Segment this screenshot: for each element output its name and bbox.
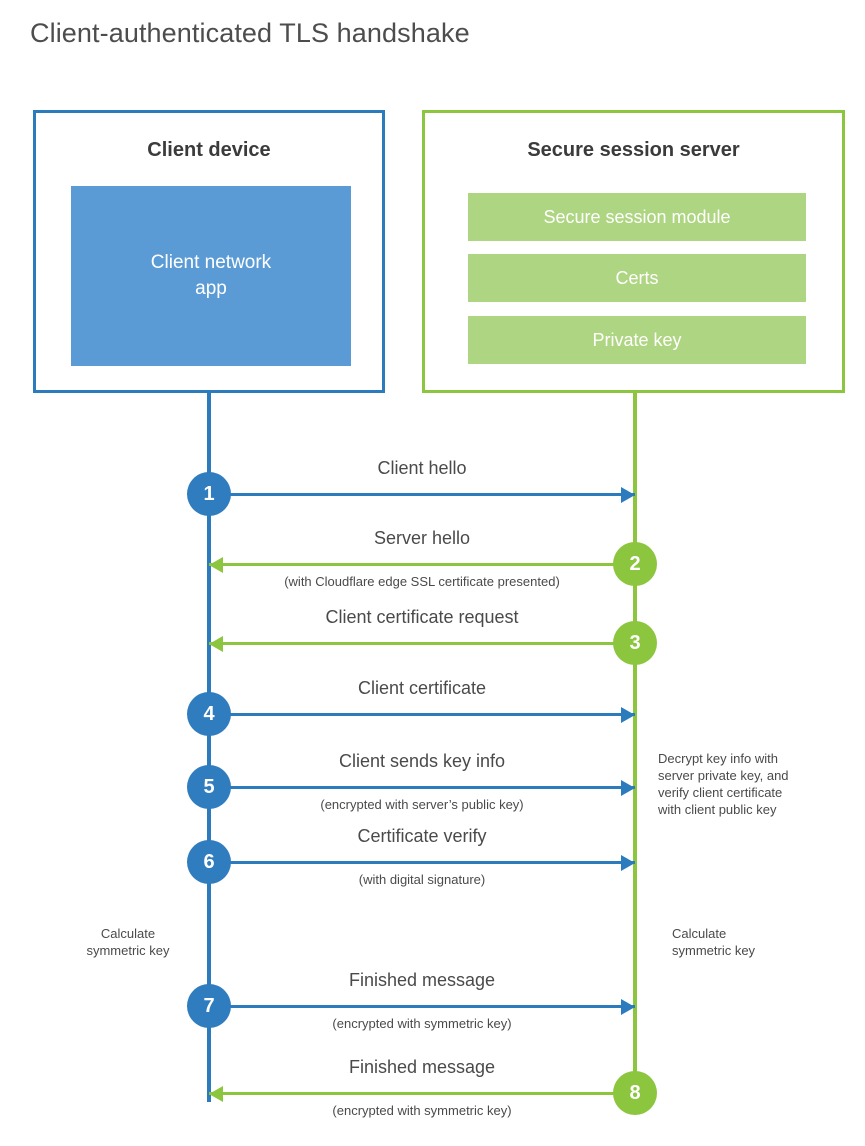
server-component-private-key: Private key [468, 316, 806, 364]
message-sublabel-6: (with digital signature) [358, 872, 486, 887]
arrow-shaft [209, 1092, 635, 1095]
message-label-1: Client hello [377, 458, 467, 478]
arrow-shaft [209, 713, 635, 716]
actor-box-secure-session-server: Secure session server Secure session mod… [422, 110, 845, 393]
message-label-7: Finished message [348, 970, 496, 990]
message-sublabel-2: (with Cloudflare edge SSL certificate pr… [284, 574, 560, 589]
step-bubble-4[interactable]: 4 [187, 692, 231, 736]
annotation-server-decrypt-line-2: verify client certificate [658, 785, 783, 800]
arrow-head-right [621, 487, 635, 503]
actor-title-secure-session-server: Secure session server [527, 139, 740, 161]
step-bubble-3[interactable]: 3 [613, 621, 657, 665]
annotation-server-decrypt-line-3: with client public key [658, 802, 777, 817]
annotation-client-calc-line-0: Calculate [100, 926, 156, 941]
arrow-shaft [209, 1005, 635, 1008]
message-sublabel-8: (encrypted with symmetric key) [332, 1103, 512, 1118]
arrow-head-left [209, 557, 223, 573]
message-label-4: Client certificate [357, 678, 487, 698]
arrow-shaft [209, 786, 635, 789]
annotation-server-decrypt: Decrypt key info with server private key,… [658, 750, 838, 818]
message-label-5: Client sends key info [338, 751, 506, 771]
annotation-server-calculate-symmetric-key: Calculate symmetric key [672, 925, 852, 959]
lifeline-client [207, 393, 211, 1102]
actor-title-client-device: Client device [147, 139, 271, 161]
arrow-shaft [209, 861, 635, 864]
server-component-label: Certs [615, 267, 659, 288]
annotation-server-calc-line-1: symmetric key [672, 943, 756, 958]
arrow-head-right [621, 707, 635, 723]
annotation-server-decrypt-line-1: server private key, and [658, 768, 789, 783]
server-component-secure-session-module: Secure session module [468, 193, 806, 241]
step-bubble-5[interactable]: 5 [187, 765, 231, 809]
step-bubble-1[interactable]: 1 [187, 472, 231, 516]
message-label-8: Finished message [348, 1057, 496, 1077]
message-sublabel-5: (encrypted with server’s public key) [320, 797, 524, 812]
step-bubble-2[interactable]: 2 [613, 542, 657, 586]
message-sublabel-7: (encrypted with symmetric key) [332, 1016, 512, 1031]
message-label-2: Server hello [373, 528, 471, 548]
lifeline-server [633, 393, 637, 1094]
step-bubble-8[interactable]: 8 [613, 1071, 657, 1115]
arrow-head-left [209, 1086, 223, 1102]
arrow-head-right [621, 855, 635, 871]
arrow-shaft [209, 493, 635, 496]
arrow-head-left [209, 636, 223, 652]
server-component-label: Private key [592, 329, 682, 350]
page-title: Client-authenticated TLS handshake [30, 18, 470, 48]
annotation-server-calc-line-0: Calculate [672, 926, 727, 941]
server-component-certs: Certs [468, 254, 806, 302]
annotation-server-decrypt-line-0: Decrypt key info with [658, 751, 778, 766]
annotation-client-calculate-symmetric-key: Calculate symmetric key [48, 925, 208, 959]
message-label-3: Client certificate request [325, 607, 519, 627]
arrow-shaft [209, 642, 635, 645]
arrow-shaft [209, 563, 635, 566]
server-component-label: Secure session module [543, 206, 731, 227]
step-bubble-6[interactable]: 6 [187, 840, 231, 884]
annotation-client-calc-line-1: symmetric key [86, 943, 170, 958]
arrow-head-right [621, 780, 635, 796]
message-label-6: Certificate verify [357, 826, 487, 846]
arrow-head-right [621, 999, 635, 1015]
step-bubble-7[interactable]: 7 [187, 984, 231, 1028]
